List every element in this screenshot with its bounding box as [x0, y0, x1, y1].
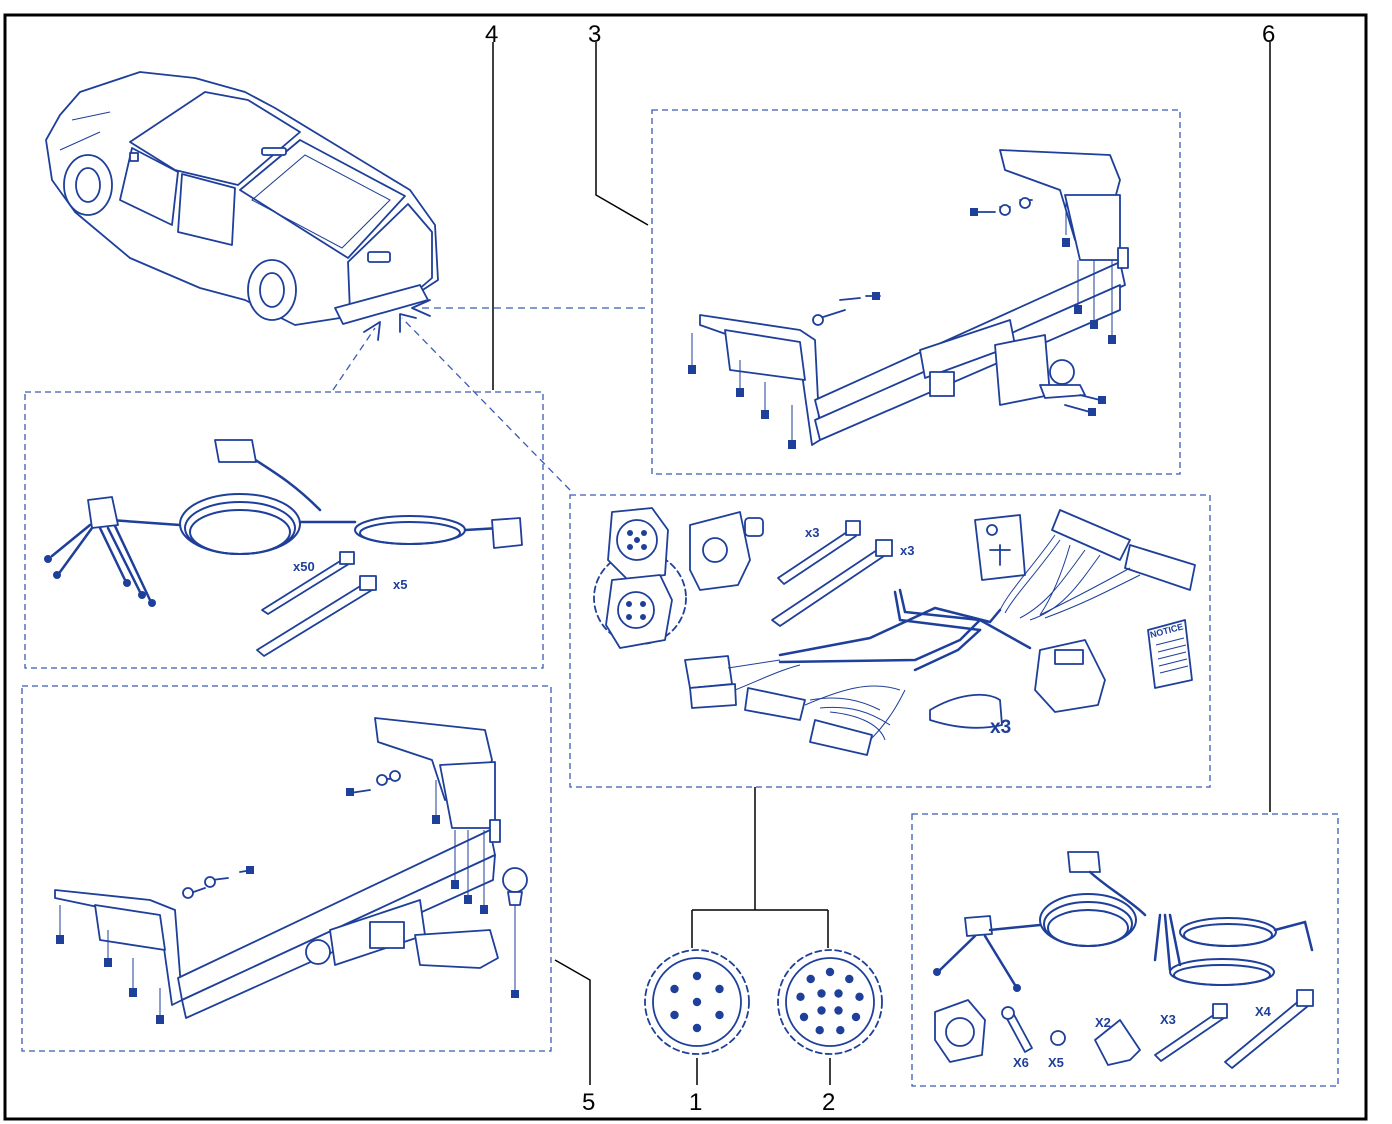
socket-pin: [692, 1023, 702, 1033]
socket-pin: [834, 989, 843, 998]
cable-tie-b: [771, 547, 888, 627]
ties-c-qty: X3: [1160, 1012, 1176, 1027]
callout-2: 2: [822, 1089, 835, 1116]
socket-pin: [851, 1012, 861, 1022]
socket-pin: [670, 1010, 679, 1020]
cable-tie-large: [256, 584, 373, 657]
socket-pin: [817, 989, 826, 998]
connector-block-top: [1051, 509, 1131, 561]
nuts-qty: X5: [1048, 1055, 1064, 1070]
ties-a-qty: x3: [805, 525, 819, 540]
socket-pin: [845, 974, 854, 984]
callout-4: 4: [485, 21, 498, 48]
ties-d-qty: X4: [1255, 1004, 1272, 1019]
electrical-kit-center: x3 x3 NOTICE x3: [593, 507, 1196, 756]
socket-pin: [806, 974, 815, 984]
ties-b-qty: x3: [900, 543, 914, 558]
callout-6: 6: [1262, 21, 1275, 48]
tow-bar-kit-box-alt: [21, 685, 552, 1052]
tow-bar-kit-box: [651, 109, 1181, 475]
socket-pin: [834, 1006, 843, 1015]
socket-7-pins: [670, 971, 724, 1033]
covers-qty: x3: [990, 717, 1011, 738]
leader-lines: [492, 42, 1271, 1085]
socket-pin: [825, 967, 835, 977]
socket-pin: [715, 984, 724, 994]
tow-bar-kit-3: [688, 149, 1129, 449]
bolts-qty: X6: [1013, 1055, 1029, 1070]
ties-large-qty: x5: [393, 577, 407, 592]
connector-lower-3: [809, 719, 873, 756]
socket-pin: [836, 1026, 845, 1035]
fasteners-kit-3: [688, 197, 1116, 449]
connector-block-right: [1124, 544, 1196, 591]
socket-pin: [815, 1026, 824, 1035]
connector-lower-1: [684, 655, 733, 689]
socket-13-pins: [796, 967, 864, 1035]
tow-bar-kit-5: [54, 717, 528, 1024]
assembly-arrows: [332, 299, 645, 491]
socket-pin: [799, 1012, 809, 1022]
alt-harness-kit-box: [911, 813, 1339, 1087]
bracket-qty: X2: [1095, 1015, 1111, 1030]
socket-faces: [644, 787, 883, 1085]
control-module: [1034, 639, 1106, 713]
electrical-kit-box: [569, 494, 1211, 788]
socket-cover: [929, 693, 1003, 729]
socket-pin: [670, 984, 679, 994]
ties-small-qty: x50: [293, 559, 315, 574]
nut: [1050, 1030, 1066, 1046]
connector-lower-2: [744, 687, 806, 721]
socket-pin: [855, 992, 864, 1001]
fasteners-kit-5: [56, 770, 519, 1024]
outer-frame: [3, 13, 1368, 1121]
callout-3: 3: [588, 21, 601, 48]
callout-5: 5: [582, 1089, 595, 1116]
socket-pin: [692, 997, 702, 1007]
instruction-manual: [1147, 619, 1193, 689]
socket-pin: [715, 1010, 724, 1020]
cable-tie-a: [777, 529, 857, 585]
alt-harness-kit-6: X6 X5 X2 X3 X4: [933, 851, 1314, 1070]
mounting-clip: [1094, 1019, 1141, 1066]
pickup-truck: [45, 71, 439, 326]
socket-face-13-pin: [777, 949, 883, 1055]
callout-1: 1: [689, 1089, 702, 1116]
socket-pin: [796, 992, 805, 1001]
socket-pin: [692, 971, 702, 981]
socket-face-7-pin: [644, 949, 750, 1055]
socket-pin: [817, 1006, 826, 1015]
wiring-harness-kit-box: [24, 391, 544, 669]
wiring-harness-kit-4: x50 x5: [44, 439, 523, 657]
